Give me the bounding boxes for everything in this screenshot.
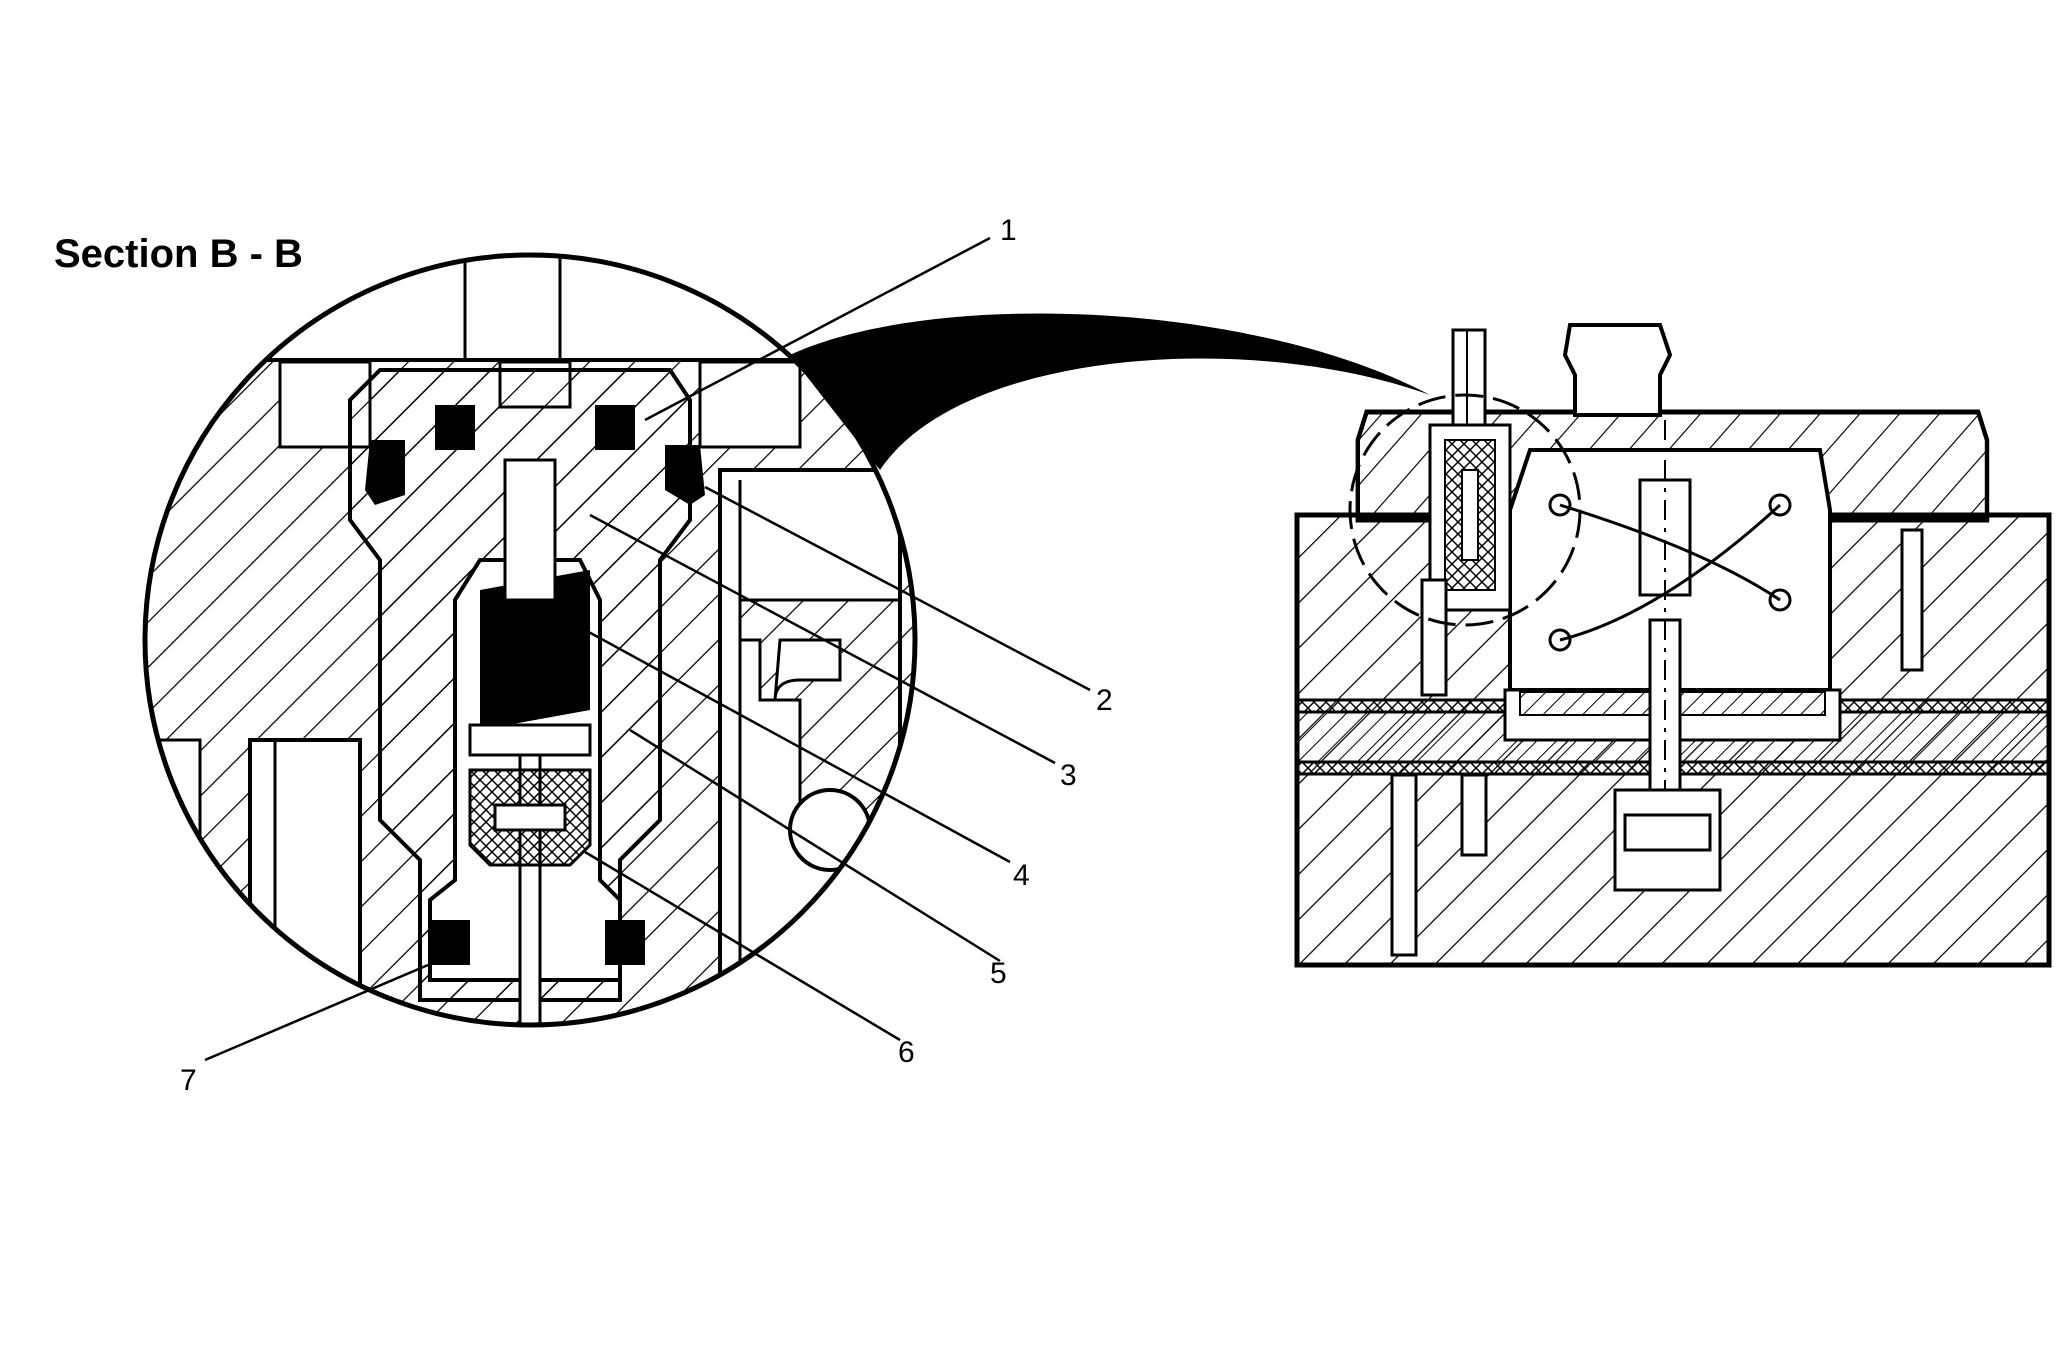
callout-6: 6 — [898, 1036, 915, 1069]
callout-2: 2 — [1096, 684, 1113, 717]
section-title: Section B - B — [54, 232, 303, 276]
callout-5: 5 — [990, 957, 1007, 990]
callout-3: 3 — [1060, 759, 1077, 792]
assembly-overview — [1294, 323, 2052, 968]
callout-leaders — [204, 236, 1091, 1062]
callout-1: 1 — [1000, 214, 1017, 247]
callout-labels: 1 2 3 4 5 6 7 — [180, 214, 1113, 1097]
callout-7: 7 — [180, 1064, 197, 1097]
magnification-connector — [790, 313, 1430, 470]
callout-4: 4 — [1013, 859, 1030, 892]
